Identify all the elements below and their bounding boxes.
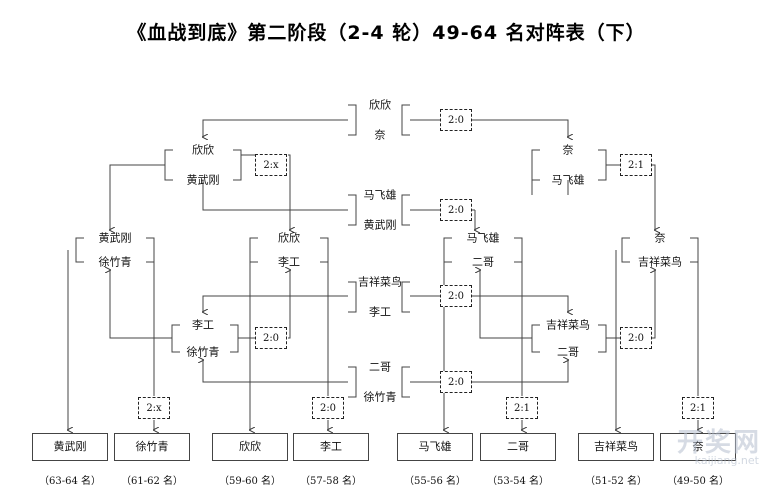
final-box-6: 二哥 [480, 433, 556, 461]
r3-left-low-top: 李工 [192, 318, 214, 332]
final-box-8: 奈 [660, 433, 736, 461]
r3-right-bottom: 马飞雄 [551, 173, 585, 187]
r2-g1-bottom: 徐竹青 [98, 255, 132, 269]
final-rank-6: （53-54 名） [486, 476, 549, 487]
r4-m3-score: 2:0 [440, 285, 472, 307]
r4-m1-score: 2:0 [440, 109, 472, 131]
final-box-3: 欣欣 [212, 433, 288, 461]
r4-m4-top: 二哥 [369, 360, 391, 374]
r2-g3-bottom: 二哥 [472, 255, 494, 269]
r4-m4-score: 2:0 [440, 371, 472, 393]
r2-g1-score: 2:x [138, 397, 170, 419]
final-rank-1: （63-64 名） [38, 476, 101, 487]
final-rank-3: （59-60 名） [218, 476, 281, 487]
r3-left-top: 欣欣 [192, 143, 214, 157]
final-box-2: 徐竹青 [114, 433, 190, 461]
final-rank-7: （51-52 名） [584, 476, 647, 487]
r4-m4-bottom: 徐竹青 [363, 390, 397, 404]
final-box-1: 黄武刚 [32, 433, 108, 461]
r3-left-bottom: 黄武刚 [186, 173, 220, 187]
r2-g3-score: 2:1 [506, 397, 538, 419]
final-rank-8: （49-50 名） [666, 476, 729, 487]
final-rank-4: （57-58 名） [299, 476, 362, 487]
r3-right-low-score: 2:0 [620, 327, 652, 349]
r4-m2-score: 2:0 [440, 199, 472, 221]
r3-right-score: 2:1 [620, 154, 652, 176]
r2-g2-bottom: 李工 [278, 255, 300, 269]
r2-g2-score: 2:0 [312, 397, 344, 419]
r3-right-top: 奈 [562, 143, 574, 157]
r2-g4-top: 奈 [654, 231, 666, 245]
r4-m1-top: 欣欣 [369, 98, 391, 112]
r4-m2-bottom: 黄武刚 [363, 218, 397, 232]
r3-right-low-top: 吉祥菜鸟 [546, 318, 590, 332]
r2-g1-top: 黄武刚 [98, 231, 132, 245]
r4-m3-top: 吉祥菜鸟 [358, 275, 402, 289]
r2-g4-bottom: 吉祥菜鸟 [638, 255, 682, 269]
watermark-url: kaijiang.net [694, 454, 759, 467]
r3-left-low-bottom: 徐竹青 [186, 345, 220, 359]
r4-m2-top: 马飞雄 [363, 188, 397, 202]
final-box-4: 李工 [293, 433, 369, 461]
r3-right-low-bottom: 二哥 [557, 345, 579, 359]
r3-left-low-score: 2:0 [255, 327, 287, 349]
final-box-7: 吉祥菜鸟 [578, 433, 654, 461]
final-rank-2: （61-62 名） [120, 476, 183, 487]
page-title: 《血战到底》第二阶段（2-4 轮）49-64 名对阵表（下） [127, 22, 646, 44]
r2-g4-score: 2:1 [682, 397, 714, 419]
r3-left-score: 2:x [255, 154, 287, 176]
r2-g2-top: 欣欣 [278, 231, 300, 245]
r2-g3-top: 马飞雄 [466, 231, 500, 245]
final-rank-5: （55-56 名） [403, 476, 466, 487]
r4-m3-bottom: 李工 [369, 305, 391, 319]
watermark: 开奖网 [676, 428, 761, 458]
final-box-5: 马飞雄 [397, 433, 473, 461]
r4-m1-bottom: 奈 [374, 128, 386, 142]
